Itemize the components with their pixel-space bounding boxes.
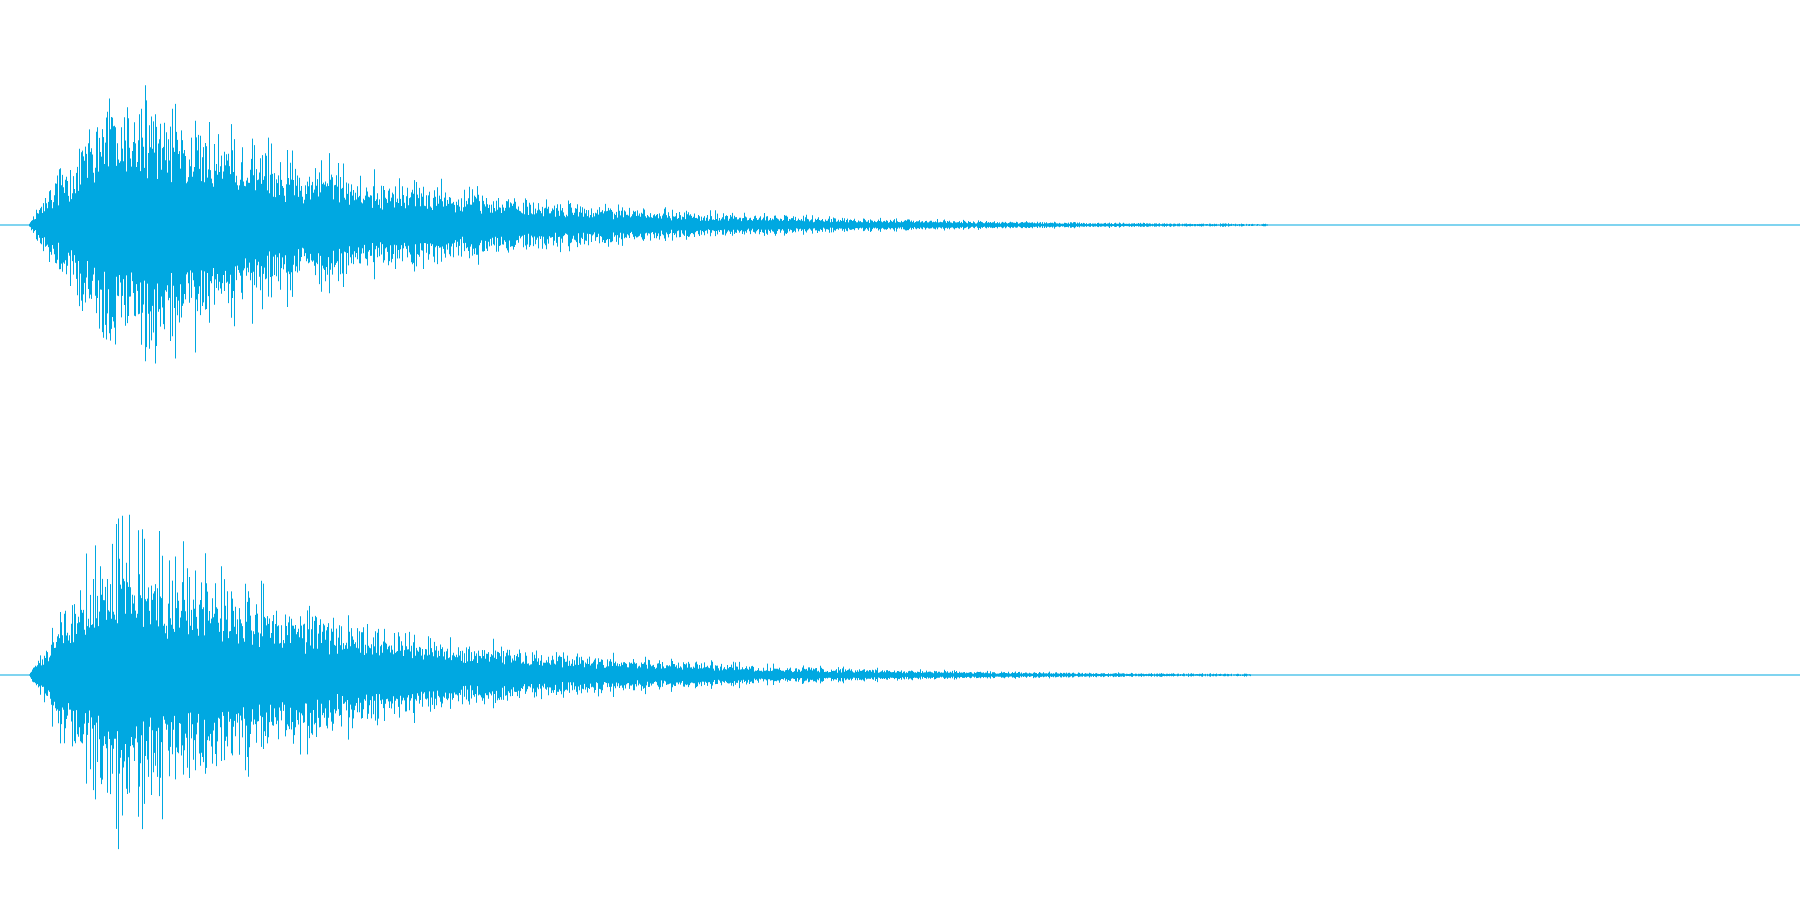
- channel-2-waveform: [0, 514, 1800, 850]
- channel-1-signal: [28, 85, 1800, 364]
- channel-1-waveform: [0, 85, 1800, 364]
- channel-2-signal: [28, 514, 1800, 850]
